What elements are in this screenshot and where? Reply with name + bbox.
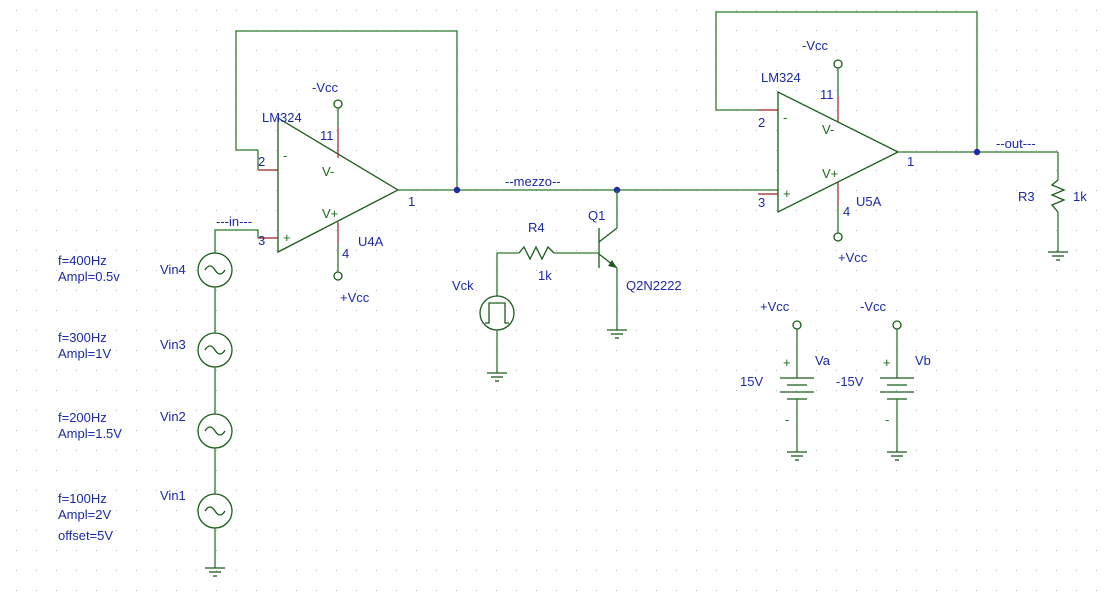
vin4-ref: Vin4 — [160, 262, 186, 277]
vin3-amplitude: Ampl=1V — [58, 346, 111, 361]
ground-vck — [487, 372, 507, 382]
va-value: 15V — [740, 374, 763, 389]
opamp-u4-vneg-label: V- — [322, 164, 334, 179]
va-minus: - — [785, 412, 789, 427]
opamp-u4-neg-supply: -Vcc — [312, 80, 339, 95]
r4-zigzag — [518, 245, 555, 261]
opamp-u5-pin-vneg: 11 — [820, 87, 834, 102]
r4-value: 1k — [538, 268, 552, 283]
opamp-u5-neg-supply: -Vcc — [802, 38, 829, 53]
junction-out — [973, 148, 981, 156]
vb-net: -Vcc — [860, 299, 887, 314]
source-vin3[interactable]: Vin3 f=300Hz Ampl=1V — [58, 330, 233, 368]
opamp-u5-vneg-terminal — [833, 59, 843, 69]
opamp-u5-part: LM324 — [761, 70, 801, 85]
opamp-u4-pin-inv: 2 — [258, 154, 265, 169]
opamp-u5-pin-out: 1 — [907, 154, 914, 169]
net-label-mezzo: --mezzo-- — [505, 174, 561, 189]
vin1-offset: offset=5V — [58, 528, 113, 543]
vin1-ref: Vin1 — [160, 488, 186, 503]
r3-value: 1k — [1073, 189, 1087, 204]
q1-emitter-arrow — [608, 260, 617, 268]
q1-ref: Q1 — [588, 208, 605, 223]
opamp-u4-vpos-terminal — [333, 271, 343, 281]
net-label-in: ---in--- — [216, 214, 252, 229]
opamp-u5-pos-supply: +Vcc — [838, 250, 868, 265]
resistor-r3[interactable]: R3 1k — [1018, 179, 1087, 213]
vck-pulse-icon — [485, 302, 509, 324]
va-ref: Va — [815, 353, 831, 368]
opamp-u5-noninv-symbol: + — [783, 186, 791, 201]
vin2-amplitude: Ampl=1.5V — [58, 426, 122, 441]
junction-u4-out — [453, 186, 461, 194]
vin3-ref: Vin3 — [160, 337, 186, 352]
vin4-frequency: f=400Hz — [58, 253, 107, 268]
opamp-u4-pin-out: 1 — [408, 194, 415, 209]
opamp-u4-pin-vpos: 4 — [342, 246, 349, 261]
opamp-u5-vpos-label: V+ — [822, 166, 838, 181]
u4-feedback-wire — [235, 30, 458, 190]
supply-vb[interactable]: -Vcc + - Vb -15V — [836, 299, 931, 461]
opamp-u5-pin-vpos: 4 — [843, 204, 850, 219]
opamp-u4-vpos-label: V+ — [322, 206, 338, 221]
opamp-u5-pin-inv: 2 — [758, 115, 765, 130]
opamp-u4[interactable]: - + V- V+ LM324 U4A 2 3 1 11 4 -Vcc +Vcc — [258, 80, 415, 305]
q1-part: Q2N2222 — [626, 278, 682, 293]
vck-ref: Vck — [452, 278, 474, 293]
opamp-u4-inv-symbol: - — [283, 148, 287, 163]
opamp-u5-inv-symbol: - — [783, 110, 787, 125]
opamp-u5[interactable]: - + V- V+ LM324 U5A 2 3 1 11 4 -Vcc +Vcc — [758, 38, 914, 265]
vin3-frequency: f=300Hz — [58, 330, 107, 345]
r3-ref: R3 — [1018, 189, 1035, 204]
opamp-u4-pos-supply: +Vcc — [340, 290, 370, 305]
supply-va[interactable]: +Vcc + - Va 15V — [740, 299, 831, 461]
opamp-u4-vneg-terminal — [333, 99, 343, 109]
r4-ref: R4 — [528, 220, 545, 235]
r3-zigzag — [1050, 179, 1066, 213]
va-net: +Vcc — [760, 299, 790, 314]
net-label-out: --out--- — [996, 136, 1036, 151]
source-vin2[interactable]: Vin2 f=200Hz Ampl=1.5V — [58, 409, 233, 449]
opamp-u4-noninv-symbol: + — [283, 230, 291, 245]
opamp-u4-part: LM324 — [262, 110, 302, 125]
opamp-u4-pin-vneg: 11 — [320, 128, 334, 143]
vin4-amplitude: Ampl=0.5v — [58, 269, 120, 284]
vb-minus: - — [885, 412, 889, 427]
opamp-u4-ref: U4A — [358, 234, 384, 249]
u5-feedback-wire — [715, 11, 978, 152]
ground-r3 — [1048, 251, 1068, 261]
opamp-u4-pin-noninv: 3 — [258, 233, 265, 248]
vin1-amplitude: Ampl=2V — [58, 507, 111, 522]
vb-value: -15V — [836, 374, 864, 389]
ground-sources — [205, 567, 225, 577]
ground-q1 — [607, 329, 627, 339]
source-vin1[interactable]: Vin1 f=100Hz Ampl=2V offset=5V — [58, 488, 233, 543]
opamp-u5-pin-noninv: 3 — [758, 195, 765, 210]
transistor-q1[interactable]: Q1 Q2N2222 — [588, 208, 682, 293]
net-in-wire — [214, 229, 259, 258]
clock-source-vck[interactable]: Vck — [452, 278, 515, 331]
va-plus: + — [783, 355, 791, 370]
vin2-ref: Vin2 — [160, 409, 186, 424]
vb-ref: Vb — [915, 353, 931, 368]
opamp-u5-vneg-label: V- — [822, 122, 834, 137]
vin1-frequency: f=100Hz — [58, 491, 107, 506]
vin2-frequency: f=200Hz — [58, 410, 107, 425]
source-vin4[interactable]: Vin4 f=400Hz Ampl=0.5v — [58, 252, 233, 288]
opamp-u5-vpos-terminal — [833, 232, 843, 242]
vb-plus: + — [883, 355, 891, 370]
grid-dots — [16, 10, 1097, 591]
opamp-u5-ref: U5A — [856, 194, 882, 209]
resistor-r4[interactable]: R4 1k — [518, 220, 555, 283]
